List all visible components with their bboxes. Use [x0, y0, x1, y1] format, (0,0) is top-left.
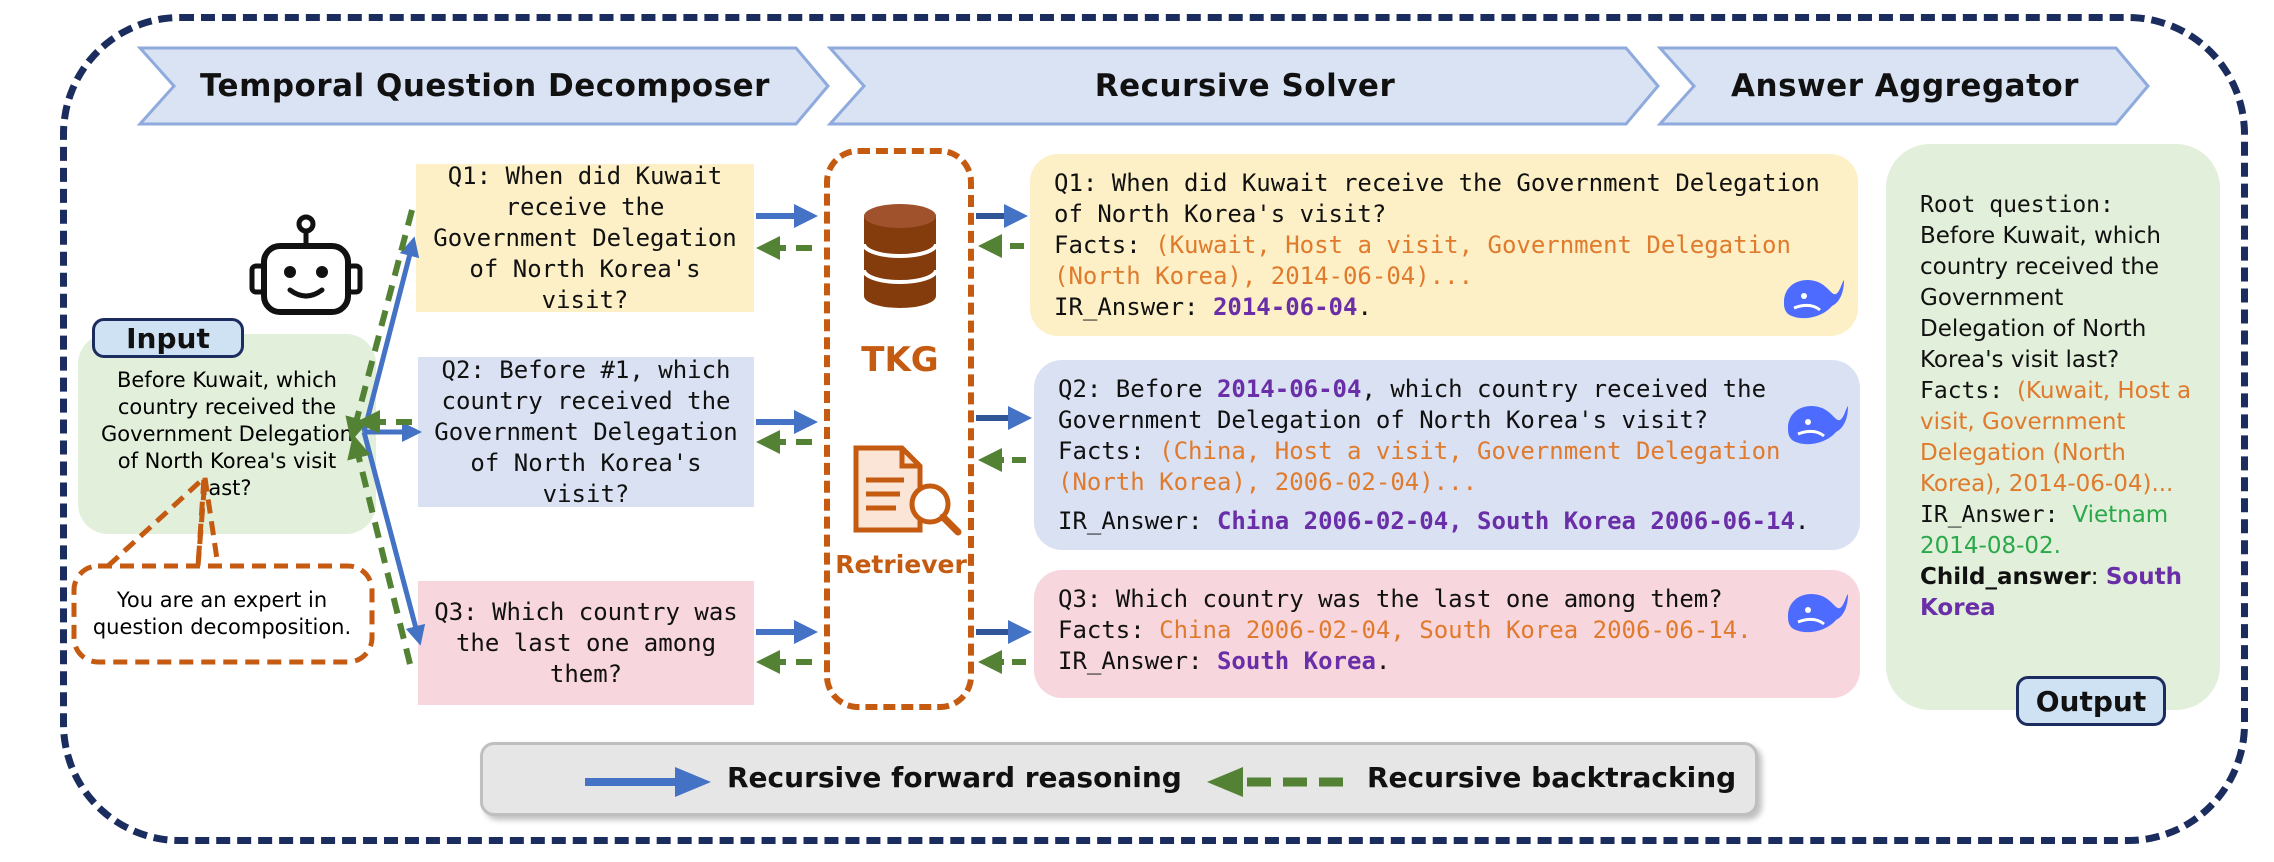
whale-icon — [1788, 594, 1848, 633]
legend: Recursive forward reasoning Recursive ba… — [480, 742, 1758, 816]
output-answer-line: IR_Answer: Vietnam 2014-08-02. — [1920, 500, 2194, 562]
legend-forward-arrow — [585, 767, 711, 797]
document-search-icon — [853, 445, 962, 536]
solver-step-2-answer: China 2006-02-04, South Korea 2006-06-14 — [1216, 507, 1795, 535]
child-sep: : — [2090, 564, 2106, 590]
whale-icon — [1788, 406, 1848, 445]
output-box: Root question: Before Kuwait, which coun… — [1886, 144, 2220, 710]
solver-step-2-facts: (China, Host a visit, Government Delegat… — [1058, 437, 1781, 496]
facts-label: Facts: — [1058, 616, 1145, 644]
stage-aggregator: Answer Aggregator — [1656, 46, 2150, 126]
solver-step-1: Q1: When did Kuwait receive the Governme… — [1030, 154, 1858, 336]
stage-aggregator-label: Answer Aggregator — [1731, 68, 2079, 104]
whale-icon — [1784, 280, 1844, 319]
retriever-label: Retriever — [835, 549, 967, 579]
database-icon — [862, 204, 938, 308]
answer-suffix: . — [1357, 293, 1372, 321]
solver-step-1-facts: (Kuwait, Host a visit, Government Delega… — [1054, 231, 1791, 290]
solver-step-1-answer-line: IR_Answer: 2014-06-04. — [1054, 292, 1834, 323]
subquestion-q3-text: Q3: Which country was the last one among… — [434, 597, 738, 688]
chevron-shape — [1656, 46, 2150, 126]
legend-forward-label: Recursive forward reasoning — [727, 761, 1182, 794]
answer-suffix: . — [1794, 507, 1810, 535]
answer-label: IR_Answer: — [1054, 293, 1199, 321]
solver-step-3-answer: South Korea — [1216, 647, 1376, 675]
tkg-label: TKG — [861, 340, 939, 380]
stage-decomposer: Temporal Question Decomposer — [136, 46, 830, 126]
retriever-solver-arrows — [976, 204, 1032, 674]
output-label: Output — [2016, 676, 2166, 726]
output-facts-line: Facts: (Kuwait, Host a visit, Government… — [1920, 376, 2194, 500]
solver-step-3-question: Q3: Which country was the last one among… — [1058, 585, 1723, 613]
fan-backtrack-arrows — [345, 209, 415, 665]
question-suffix: , which country received the Government … — [1058, 375, 1767, 434]
solver-step-3-facts: China 2006-02-04, South Korea 2006-06-14… — [1159, 616, 1752, 644]
output-answer: Vietnam 2014-08-02. — [1920, 502, 2169, 559]
prompt-text: You are an expert in question decomposit… — [92, 588, 352, 639]
output-root-text: Before Kuwait, which country received th… — [1920, 223, 2161, 373]
solver-step-2-question: Q2: Before 2014-06-04, which country rec… — [1058, 374, 1836, 436]
robot-icon — [249, 214, 363, 315]
facts-label: Facts: — [1058, 437, 1145, 465]
solver-step-3: Q3: Which country was the last one among… — [1034, 570, 1860, 698]
output-root-label: Root question: — [1920, 192, 2114, 218]
output-child-line: Child_answer: South Korea — [1920, 562, 2194, 624]
stage-decomposer-label: Temporal Question Decomposer — [200, 68, 770, 104]
stage-solver: Recursive Solver — [826, 46, 1660, 126]
facts-label: Facts: — [1054, 231, 1141, 259]
solver-step-2: Q2: Before 2014-06-04, which country rec… — [1034, 360, 1860, 550]
answer-label: IR_Answer: — [1058, 507, 1203, 535]
subquestion-q2: Q2: Before #1, which country received th… — [418, 355, 754, 508]
prompt-bubble-shape — [71, 471, 375, 665]
retriever-container — [824, 148, 974, 710]
input-box: Before Kuwait, which country received th… — [78, 334, 376, 534]
outer-frame — [60, 14, 2248, 844]
output-facts: (Kuwait, Host a visit, Government Delega… — [1920, 378, 2192, 497]
subquestion-q2-text: Q2: Before #1, which country received th… — [434, 355, 738, 508]
solver-step-1-question: Q1: When did Kuwait receive the Governme… — [1054, 169, 1820, 228]
answer-label: IR_Answer: — [1920, 502, 2059, 528]
output-child-answer: South Korea — [1920, 564, 2182, 621]
solver-step-2-answer-line: IR_Answer: China 2006-02-04, South Korea… — [1058, 506, 1836, 537]
solver-step-2-facts-line: Facts: (China, Host a visit, Government … — [1058, 436, 1836, 498]
chevron-shape — [826, 46, 1660, 126]
facts-label: Facts: — [1920, 378, 2004, 404]
subquestion-q1: Q1: When did Kuwait receive the Governme… — [416, 162, 754, 314]
input-text: Before Kuwait, which country received th… — [101, 367, 353, 500]
legend-backtrack-arrow — [1207, 767, 1347, 797]
answer-suffix: . — [1375, 647, 1391, 675]
answer-label: IR_Answer: — [1058, 647, 1203, 675]
child-label: Child_answer — [1920, 564, 2091, 590]
solver-step-1-answer: 2014-06-04 — [1212, 293, 1358, 321]
question-retriever-arrows — [756, 204, 818, 674]
subquestion-q3: Q3: Which country was the last one among… — [418, 581, 754, 705]
subquestion-q1-text: Q1: When did Kuwait receive the Governme… — [433, 161, 737, 314]
question-prefix: Q2: Before — [1058, 375, 1217, 403]
solver-step-1-facts-line: Facts: (Kuwait, Host a visit, Government… — [1054, 230, 1834, 292]
chevron-shape — [136, 46, 830, 126]
legend-backtrack-label: Recursive backtracking — [1367, 761, 1737, 794]
input-label: Input — [92, 318, 244, 358]
stage-solver-label: Recursive Solver — [1094, 68, 1396, 104]
solver-step-3-answer-line: IR_Answer: South Korea. — [1058, 646, 1836, 677]
solver-step-3-facts-line: Facts: China 2006-02-04, South Korea 200… — [1058, 615, 1836, 646]
question-date: 2014-06-04 — [1216, 375, 1362, 403]
